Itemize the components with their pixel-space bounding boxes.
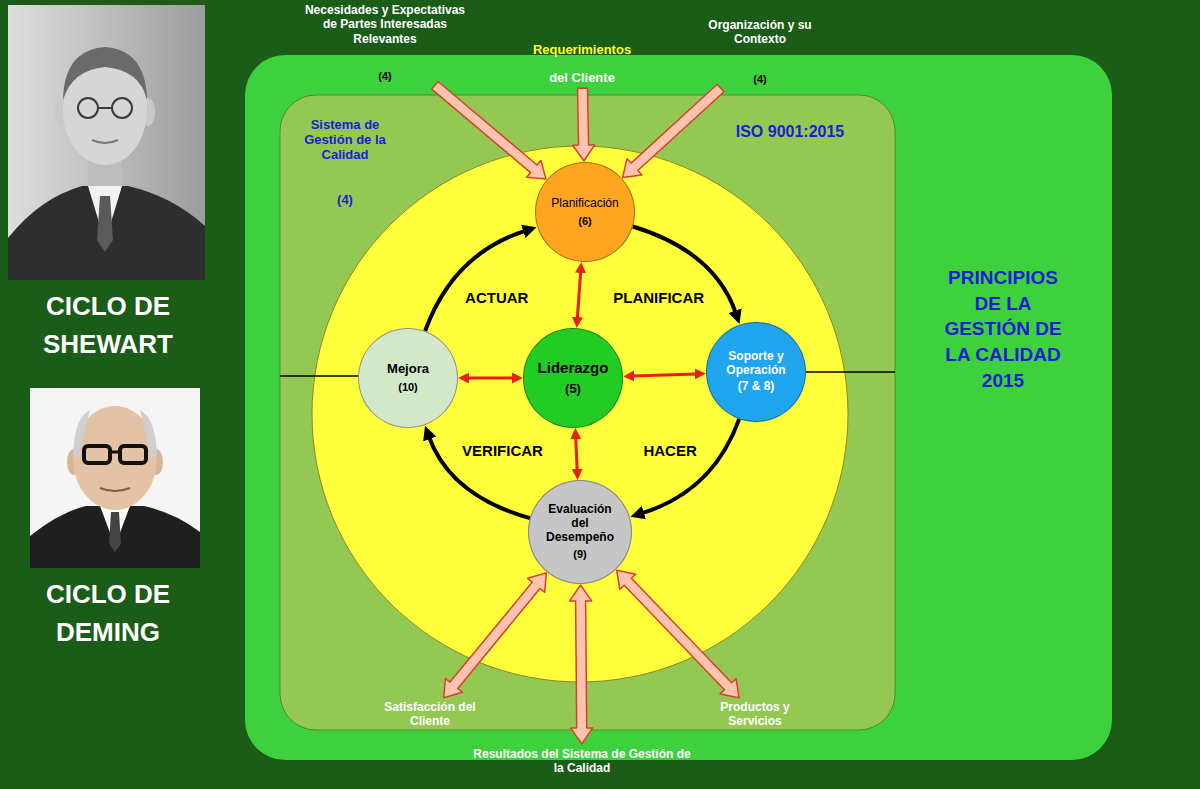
step-circle: Liderazgo (5) [523, 328, 623, 428]
cycle-step-label: ACTUAR [462, 290, 531, 307]
source-label: Organización y su Contexto [705, 18, 815, 47]
source-label: Satisfacción del Cliente [382, 700, 478, 729]
photo-glasses [98, 107, 112, 109]
photo-suit [8, 186, 205, 280]
panel-heading: Sistema de Gestión de la Calidad [288, 118, 402, 163]
input-arrow [570, 585, 593, 744]
flow-source: Satisfacción del Cliente [382, 700, 478, 729]
panel-heading: ISO 9001:2015 [720, 122, 860, 141]
axis-line [806, 371, 895, 373]
step-name: Liderazgo [538, 359, 609, 376]
portrait-deming [30, 388, 200, 568]
clause-number: (4) [300, 70, 470, 83]
cycle-step-label: VERIFICAR [459, 443, 546, 460]
link-arrow [467, 377, 514, 380]
photo-mouth [92, 140, 118, 143]
photo-glasses [120, 446, 146, 463]
photo-hair [73, 410, 90, 458]
edge-label-slot: HACER [640, 443, 699, 460]
photo-head [73, 406, 157, 510]
source-label: Productos y Servicios [707, 700, 803, 729]
source-label: Necesidades y Expectativas de Partes Int… [300, 3, 470, 46]
caption-slot: CICLO DE DEMING [8, 576, 208, 651]
photo-mouth [100, 488, 130, 491]
caption-slot: CICLO DE SHEWART [8, 288, 208, 363]
photo-tie [109, 512, 121, 552]
panel-heading: PRINCIPIOS DE LA GESTIÓN DE LA CALIDAD 2… [938, 265, 1068, 393]
photo-glasses [78, 98, 98, 118]
clause-number: del Cliente [517, 70, 647, 86]
photo-tie [97, 196, 113, 252]
clause-number: (4) [705, 73, 815, 86]
cycle-caption: CICLO DE SHEWART [8, 288, 208, 363]
photo-ground [8, 5, 205, 280]
text-slot: ISO 9001:2015 [720, 122, 860, 141]
clause-number: (6) [578, 215, 591, 228]
text-slot: PRINCIPIOS DE LA GESTIÓN DE LA CALIDAD 2… [938, 265, 1068, 393]
source-label: Resultados del Sistema de Gestión de la … [472, 747, 692, 776]
input-arrow [617, 570, 739, 698]
flow-source: Organización y su Contexto (4) [705, 18, 815, 86]
photo-hair [140, 410, 157, 458]
photo-ground [30, 388, 200, 568]
flow-source: Productos y Servicios [707, 700, 803, 729]
photo-glasses [110, 451, 120, 454]
step-name: Mejora [387, 362, 429, 377]
edge-label-slot: ACTUAR [462, 290, 531, 307]
text-slot: Sistema de Gestión de la Calidad [288, 118, 402, 163]
frame-panel: Sistema de Gestión de la Calidad (4) ISO 9… [280, 95, 895, 730]
text-slot: (4) [288, 193, 402, 208]
input-arrow [444, 573, 547, 698]
cycle-arrow [641, 419, 739, 513]
frame-panel: PRINCIPIOS DE LA GESTIÓN DE LA CALIDAD 2… [245, 55, 1112, 760]
step-circle: Mejora (10) [358, 328, 458, 428]
flow-source: Necesidades y Expectativas de Partes Int… [300, 3, 470, 83]
step-name: Planificación [551, 197, 618, 211]
clause-number: (5) [565, 382, 581, 397]
link-arrow [632, 374, 697, 376]
cycle-caption: CICLO DE DEMING [8, 576, 208, 651]
clause-number: (10) [398, 381, 418, 394]
clause-number: (7 & 8) [738, 380, 775, 394]
clause-number: (9) [573, 548, 586, 561]
cycle-step-label: HACER [640, 443, 699, 460]
input-arrow [432, 82, 546, 180]
step-circle: Planificación (6) [535, 162, 635, 262]
link-arrow [577, 271, 580, 319]
source-label: Requerimientos [517, 42, 647, 58]
step-name: Evaluación del Desempeño [542, 503, 618, 544]
photo-glasses [112, 98, 132, 118]
axis-line [280, 375, 358, 377]
step-circle: Soporte y Operación (7 & 8) [706, 322, 806, 422]
principles-panel [245, 55, 1112, 760]
flow-source: Requerimientos del Cliente [517, 42, 647, 85]
step-name: Soporte y Operación [716, 350, 796, 378]
qms-panel [280, 95, 895, 730]
input-arrow [573, 88, 595, 161]
flow-source: Resultados del Sistema de Gestión de la … [472, 747, 692, 776]
edge-label-slot: VERIFICAR [459, 443, 546, 460]
portrait-shewhart [8, 5, 205, 280]
photo-hair [63, 47, 147, 100]
photo-glasses [84, 446, 110, 463]
step-circle: Evaluación del Desempeño (9) [528, 480, 632, 584]
link-arrow [576, 437, 578, 471]
panel-heading: (4) [288, 193, 402, 208]
edge-label-slot: PLANIFICAR [610, 290, 707, 307]
cycle-step-label: PLANIFICAR [610, 290, 707, 307]
photo-suit [30, 506, 200, 568]
input-arrow [623, 84, 724, 177]
cycle-arrow [425, 231, 526, 331]
